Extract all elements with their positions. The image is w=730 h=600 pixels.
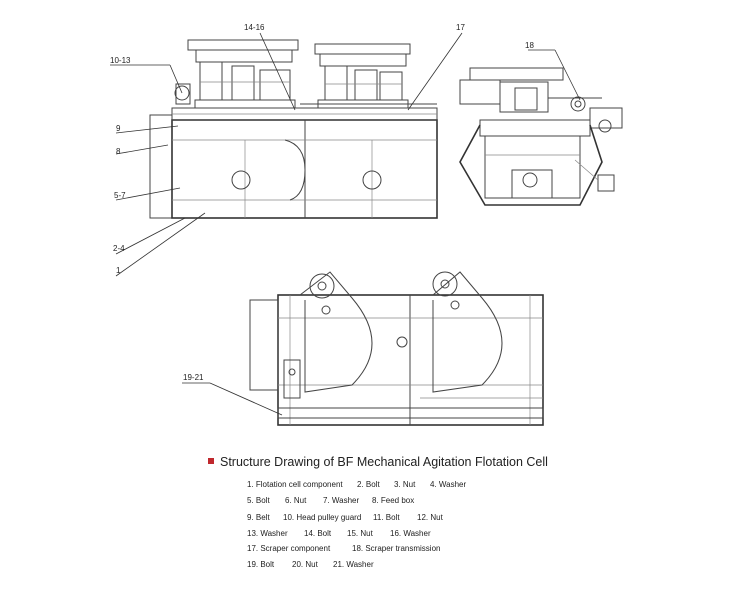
callout-8: 8: [116, 147, 121, 156]
legend-item: 2. Bolt: [357, 480, 380, 489]
legend-item: 4. Washer: [430, 480, 467, 489]
caption-text: Structure Drawing of BF Mechanical Agita…: [220, 455, 548, 469]
legend-item: 10. Head pulley guard: [283, 513, 362, 522]
legend-item: 8. Feed box: [372, 496, 415, 505]
legend-item: 17. Scraper component: [247, 544, 331, 553]
legend-item: 12. Nut: [417, 513, 443, 522]
callout-5-7: 5-7: [114, 191, 126, 200]
callout-14-16: 14-16: [244, 23, 265, 32]
legend-item: 18. Scraper transmission: [352, 544, 441, 553]
legend-item: 20. Nut: [292, 560, 318, 569]
legend-item: 16. Washer: [390, 529, 431, 538]
legend-item: 13. Washer: [247, 529, 288, 538]
callout-10-13: 10-13: [110, 56, 131, 65]
legend-item: 21. Washer: [333, 560, 374, 569]
top-view: [249, 271, 544, 426]
callout-1: 1: [116, 266, 121, 275]
callout-9: 9: [116, 124, 121, 133]
front-view: [149, 39, 438, 219]
legend-item: 11. Bolt: [373, 513, 400, 522]
leader-lines: [110, 32, 581, 416]
legend-item: 19. Bolt: [247, 560, 275, 569]
legend-item: 3. Nut: [394, 480, 416, 489]
legend-item: 7. Washer: [323, 496, 360, 505]
callout-18: 18: [525, 41, 534, 50]
legend-item: 9. Belt: [247, 513, 270, 522]
legend-item: 15. Nut: [347, 529, 373, 538]
legend-item: 1. Flotation cell component: [247, 480, 343, 489]
caption-marker: [208, 458, 214, 464]
callout-2-4: 2-4: [113, 244, 125, 253]
caption: Structure Drawing of BF Mechanical Agita…: [208, 455, 608, 471]
structure-drawing: 14-16 17 10-13 18 9 8 5-7 2-4 1 19-21: [110, 23, 623, 426]
callout-19-21: 19-21: [183, 373, 204, 382]
callout-17: 17: [456, 23, 465, 32]
legend-item: 6. Nut: [285, 496, 307, 505]
legend-item: 5. Bolt: [247, 496, 270, 505]
side-view: [459, 67, 623, 206]
legend-item: 14. Bolt: [304, 529, 332, 538]
